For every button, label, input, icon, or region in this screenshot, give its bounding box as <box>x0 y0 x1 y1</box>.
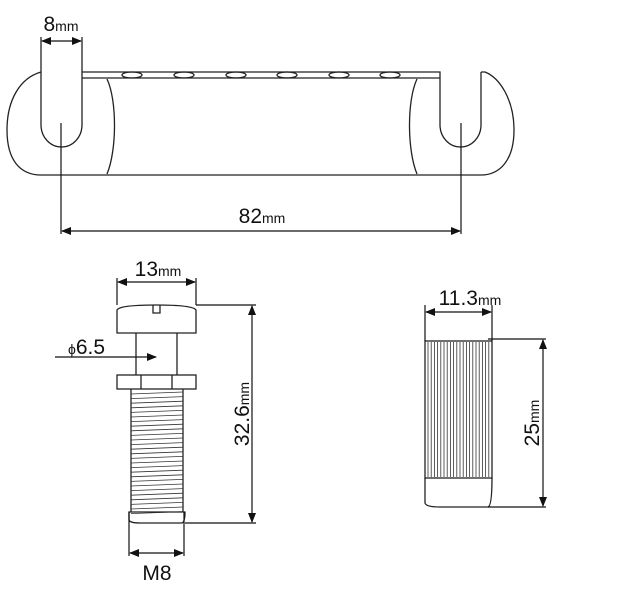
length-label: 82mm <box>239 205 286 228</box>
bushing-drawing: 11.3mm 25mm <box>424 287 547 508</box>
stud-drawing: 13mm ϕ6.5 32.6mm M8 <box>55 258 256 585</box>
bushing-width-label: 11.3mm <box>439 287 502 310</box>
stud-length-label: 32.6mm <box>231 382 254 446</box>
thread-lines <box>130 391 184 514</box>
shank-diameter-label: ϕ6.5 <box>68 336 105 359</box>
head-width-label: 13mm <box>135 258 182 281</box>
thread-size-label: M8 <box>142 562 171 585</box>
knurl-lines <box>427 342 490 477</box>
slot-width-label: 8mm <box>43 13 78 36</box>
string-holes <box>121 71 401 79</box>
bushing-height-label: 25mm <box>521 400 544 447</box>
tailpiece-drawing: 8mm 82mm <box>6 13 515 235</box>
